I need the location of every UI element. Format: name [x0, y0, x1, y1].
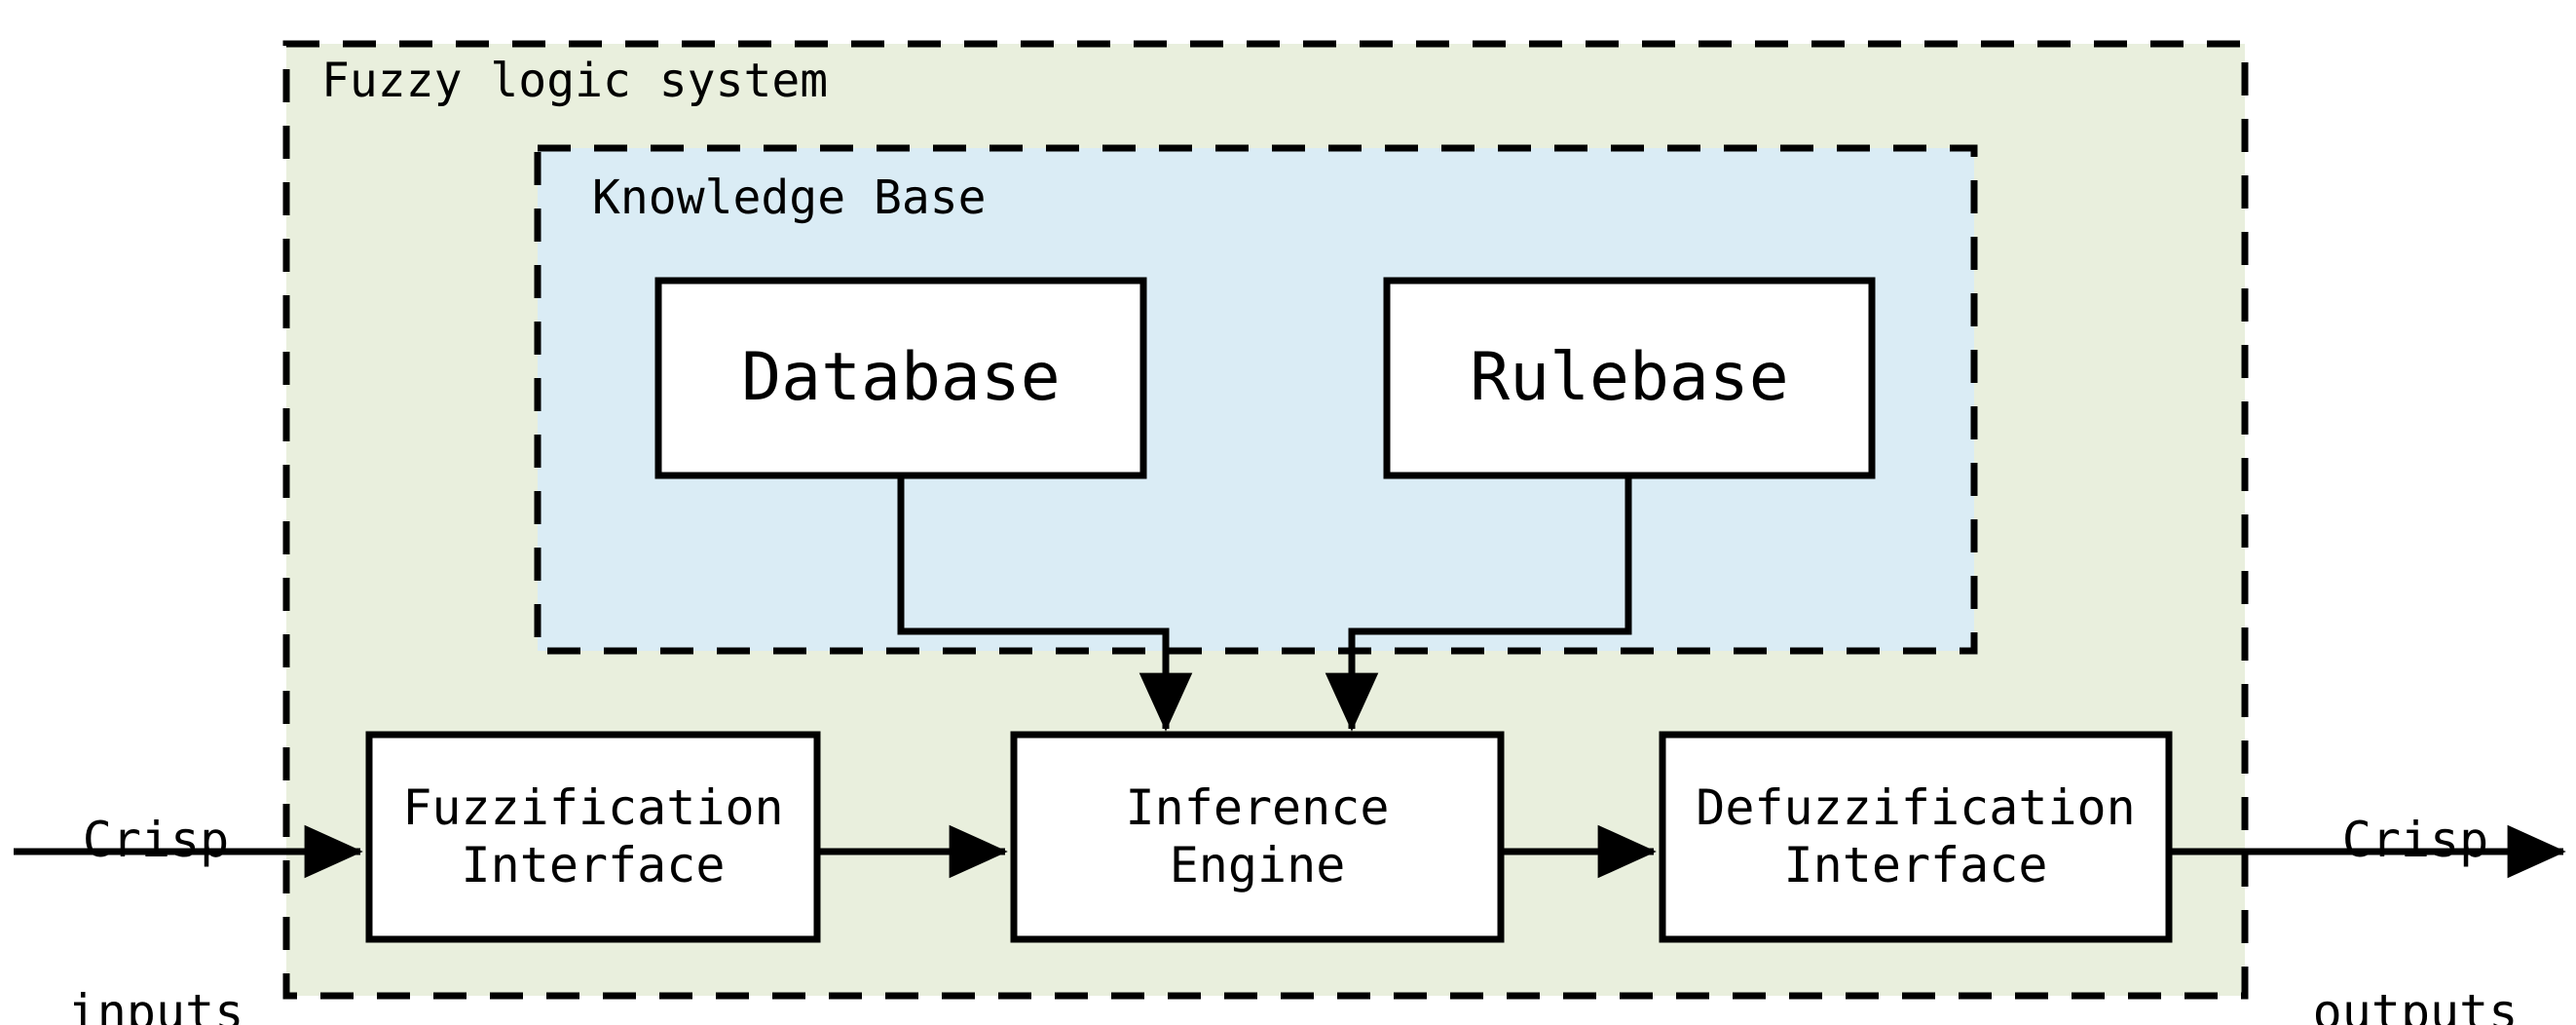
fuzzification-box[interactable] [365, 731, 821, 943]
rulebase-box[interactable] [1383, 277, 1876, 479]
database-to-inference-connector [897, 475, 1193, 732]
defuzzification-box[interactable] [1659, 731, 2173, 943]
rulebase-to-inference-connector [1325, 475, 1632, 732]
inference-box[interactable] [1010, 731, 1505, 943]
database-box[interactable] [654, 277, 1147, 479]
